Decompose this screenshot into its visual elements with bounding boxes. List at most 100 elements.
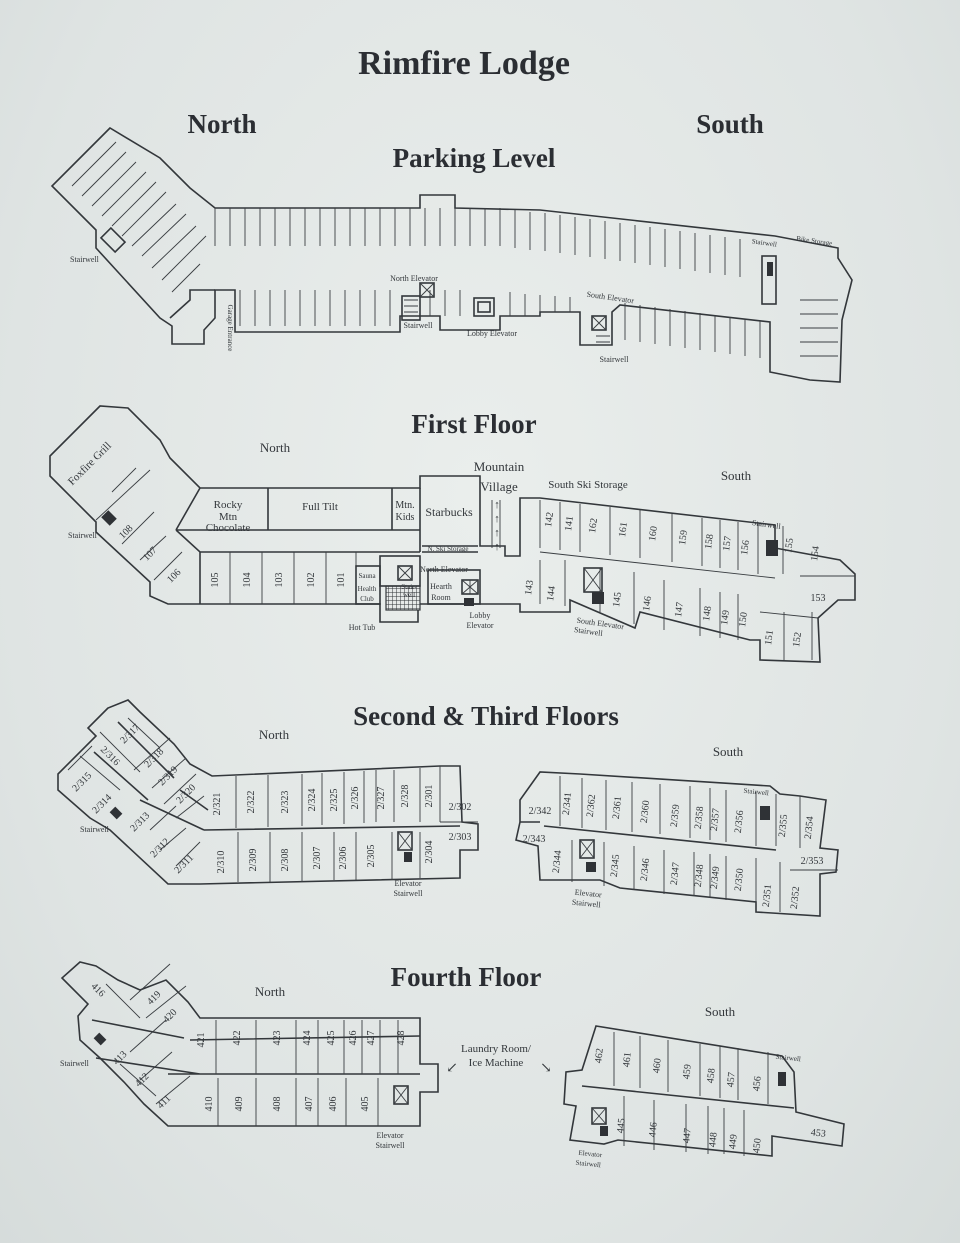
- first-mountain-2: Village: [480, 479, 518, 494]
- second-stairwell-w: Stairwell: [80, 825, 110, 834]
- room-label: 2/343: [523, 834, 546, 845]
- room-label: 2/358: [693, 806, 706, 830]
- room-label: 2/304: [424, 841, 435, 864]
- fourth-laundry-1: Laundry Room/: [461, 1043, 532, 1055]
- first-hearth-1: Hearth: [430, 582, 452, 591]
- pk-north-elevator: North Elevator: [390, 274, 438, 283]
- pk-garage-entrance: Garage Entrance: [226, 305, 234, 352]
- fourth-stairwell-c: Stairwell: [376, 1141, 406, 1150]
- first-stairwell-w: Stairwell: [68, 531, 98, 540]
- room-label: 423: [272, 1031, 283, 1046]
- room-label: 422: [232, 1031, 243, 1046]
- second-floor-room-numbers: 2/317 2/316 2/318 2/315 2/319 2/314 2/32…: [70, 722, 823, 909]
- room-label: 2/361: [611, 796, 624, 820]
- room-label: 446: [647, 1122, 660, 1138]
- room-label: 412: [133, 1071, 151, 1089]
- compass-south: South: [696, 109, 764, 139]
- room-label: 141: [563, 515, 576, 531]
- first-north-elevator: North Elevator: [420, 565, 468, 574]
- room-label: 102: [306, 573, 317, 588]
- room-label: 144: [545, 585, 558, 601]
- room-label: 106: [165, 567, 183, 585]
- first-starbucks: Starbucks: [425, 505, 473, 519]
- room-label: 457: [725, 1072, 738, 1088]
- first-stairwell-e: Stairwell: [751, 518, 782, 531]
- room-label: 419: [145, 989, 163, 1007]
- room-label: 147: [673, 601, 686, 617]
- first-rocky-2: Mtn: [219, 511, 238, 523]
- room-label: 157: [721, 535, 734, 551]
- room-label: 149: [719, 609, 732, 625]
- first-health-1: Health: [358, 585, 377, 593]
- room-label: 2/321: [212, 793, 223, 816]
- room-label: 2/320: [174, 782, 198, 806]
- first-hearth-2: Room: [431, 593, 451, 602]
- first-full-tilt: Full Tilt: [302, 501, 338, 513]
- room-label: 156: [739, 539, 752, 555]
- room-label: 461: [621, 1052, 634, 1068]
- room-label: 2/311: [172, 852, 196, 876]
- room-label: 405: [360, 1097, 371, 1112]
- second-floor-plan-north: [57, 699, 479, 885]
- room-label: 425: [326, 1031, 337, 1046]
- room-label: 2/305: [366, 845, 377, 868]
- fourth-south: South: [705, 1004, 736, 1019]
- room-label: 2/349: [709, 866, 722, 890]
- room-label: 420: [161, 1007, 179, 1025]
- room-label: 2/357: [709, 808, 722, 832]
- room-label: 408: [272, 1097, 283, 1112]
- first-mountain-1: Mountain: [474, 459, 525, 474]
- fourth-stairwell-w: Stairwell: [60, 1059, 90, 1068]
- room-label: 103: [274, 573, 285, 588]
- room-label: 413: [111, 1049, 129, 1067]
- first-floor-plan: [49, 405, 856, 663]
- room-label: 142: [543, 511, 556, 527]
- first-foxfire-grill: Foxfire Grill: [66, 440, 114, 488]
- room-label: 458: [705, 1068, 718, 1084]
- room-label: 2/360: [639, 800, 652, 824]
- pk-bike-storage: Bike Storage: [796, 235, 833, 248]
- room-label: 456: [751, 1076, 764, 1092]
- room-label: 148: [701, 605, 714, 621]
- second-stairwell-c: Stairwell: [394, 889, 424, 898]
- pk-lobby-elevator: Lobby Elevator: [467, 329, 517, 338]
- room-label: 2/353: [801, 856, 824, 867]
- room-label: 150: [737, 611, 750, 627]
- first-south-ski-storage: South Ski Storage: [548, 479, 628, 491]
- second-stairwell-s: Stairwell: [571, 898, 601, 910]
- room-label: 2/345: [609, 854, 622, 878]
- arrow-1: ↑: [494, 499, 500, 511]
- first-sauna: Sauna: [358, 572, 376, 580]
- room-label: 153: [811, 593, 826, 604]
- pk-south-elevator: South Elevator: [586, 290, 635, 306]
- first-lobby-1: Lobby: [470, 611, 491, 620]
- first-n-ski-storage: N. Ski Storage: [427, 545, 468, 553]
- second-north: North: [259, 727, 290, 742]
- room-label: 2/309: [248, 849, 259, 872]
- room-label: 453: [810, 1127, 826, 1140]
- room-label: 158: [703, 533, 716, 549]
- pk-stairwell-s: Stairwell: [600, 355, 630, 364]
- room-label: 2/301: [424, 785, 435, 808]
- room-label: 2/323: [280, 791, 291, 814]
- room-label: 151: [763, 629, 776, 645]
- room-label: 154: [809, 545, 822, 561]
- room-label: 162: [587, 517, 600, 533]
- first-rocky-1: Rocky: [214, 499, 243, 511]
- room-label: 2/352: [789, 886, 802, 910]
- fourth-stairwell-e: Stairwell: [775, 1053, 801, 1064]
- room-label: 2/308: [280, 849, 291, 872]
- room-label: 152: [791, 631, 804, 647]
- room-label: 2/354: [803, 816, 816, 840]
- room-label: 2/315: [70, 770, 94, 794]
- room-label: 406: [328, 1097, 339, 1112]
- room-label: 2/326: [350, 787, 361, 810]
- room-label: 2/324: [307, 789, 318, 812]
- first-hot-tub: Hot Tub: [349, 623, 375, 632]
- pk-stairwell-w: Stairwell: [70, 255, 100, 264]
- fourth-stairwell-s: Stairwell: [575, 1159, 601, 1170]
- room-label: 2/322: [246, 791, 257, 814]
- room-label: 462: [593, 1048, 606, 1064]
- room-label: 424: [302, 1031, 313, 1046]
